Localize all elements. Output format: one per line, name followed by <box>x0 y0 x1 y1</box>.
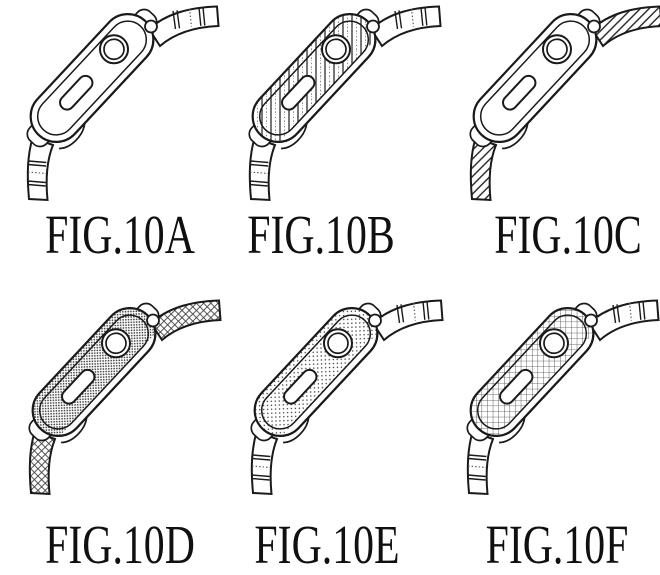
watch-drawing-10d <box>2 296 222 508</box>
figure-label-10e: FIG.10E <box>254 514 400 575</box>
figure-label-10b: FIG.10B <box>247 204 395 265</box>
watch-drawing-10f <box>440 296 660 508</box>
watch-illustration-10f <box>466 299 660 496</box>
watch-drawing-10e <box>224 296 444 508</box>
figure-label-10f: FIG.10F <box>485 514 629 575</box>
figure-label-10a: FIG.10A <box>45 204 195 265</box>
watch-drawing-10b <box>222 2 442 214</box>
watch-illustration-10b <box>248 5 442 202</box>
watch-illustration-10e <box>250 299 444 496</box>
watch-illustration-10c <box>469 5 660 202</box>
watch-illustration-10d <box>28 299 222 496</box>
figure-label-10d: FIG.10D <box>45 514 195 575</box>
figure-label-10c: FIG.10C <box>494 204 642 265</box>
watch-drawing-10a <box>0 2 220 214</box>
watch-drawing-10c <box>443 2 660 214</box>
watch-illustration-10a <box>26 5 220 202</box>
